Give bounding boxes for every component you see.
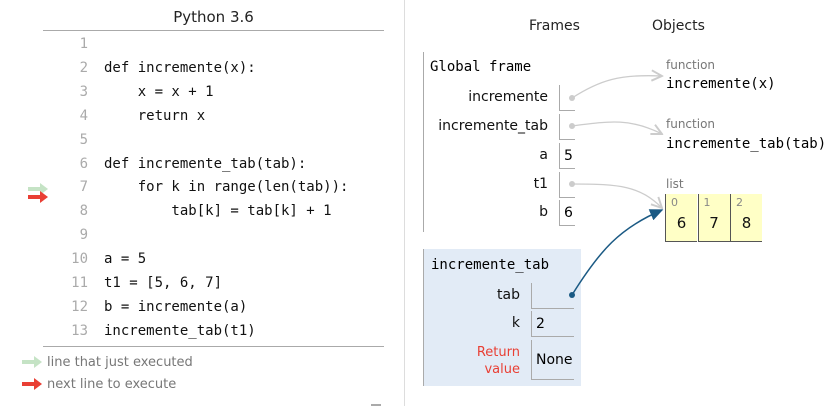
list-value: 8	[741, 214, 752, 232]
global-var-name: incremente_tab	[438, 118, 548, 134]
local-var-value	[531, 283, 574, 309]
resize-handle[interactable]	[371, 404, 381, 406]
execution-arrows	[28, 183, 48, 203]
pointer-incremente-tab	[569, 121, 662, 134]
local-frame-title: incremente_tab	[431, 257, 550, 273]
global-var-name: incremente	[468, 89, 548, 105]
line-number: 7	[79, 179, 88, 196]
next-line-arrow-icon	[28, 191, 48, 203]
code-line: tab[k] = tab[k] + 1	[104, 203, 332, 220]
list-index: 2	[736, 196, 743, 209]
code-line: a = 5	[104, 251, 147, 268]
language-title: Python 3.6	[173, 8, 254, 26]
function-1-type: function	[666, 58, 716, 72]
list-index: 0	[671, 196, 678, 209]
line-number: 11	[71, 275, 88, 291]
local-frame	[423, 249, 581, 386]
code-top-divider	[43, 30, 384, 31]
code-bottom-divider	[43, 346, 384, 347]
return-value-label: Return value	[440, 344, 520, 378]
line-number: 1	[79, 36, 88, 52]
pointer-tab	[569, 209, 664, 298]
global-var-value: 5	[559, 143, 575, 169]
pointer-incremente	[569, 76, 662, 101]
line-number: 13	[71, 322, 88, 339]
global-var-value: 6	[559, 200, 575, 226]
line-number: 5	[79, 131, 88, 148]
legend-just-executed: line that just executed	[47, 355, 193, 370]
global-frame-border	[423, 52, 424, 232]
function-1-name: incremente(x)	[666, 76, 776, 92]
local-var-name: k	[511, 315, 520, 331]
global-var-name: a	[539, 147, 548, 163]
code-line: x = x + 1	[104, 83, 214, 100]
code-line: b = incremente(a)	[104, 298, 248, 315]
line-number: 12	[71, 298, 88, 315]
line-number: 6	[79, 155, 88, 172]
local-var-value: 2	[531, 311, 574, 337]
global-var-value	[559, 114, 575, 140]
global-var-name: b	[539, 204, 548, 220]
global-var-value	[559, 85, 575, 111]
legend-next-line: next line to execute	[47, 377, 177, 392]
function-2-name: incremente_tab(tab)	[666, 136, 827, 152]
code-line: incremente_tab(t1)	[104, 322, 256, 339]
pointer-t1	[569, 181, 662, 208]
just-executed-arrow-icon	[28, 183, 48, 195]
legend-green-arrow-icon	[22, 356, 42, 368]
function-2-type: function	[666, 117, 716, 131]
legend-red-arrow-icon	[22, 378, 42, 390]
legend-icons	[22, 356, 42, 390]
code-line: for k in range(len(tab)):	[104, 179, 349, 196]
global-frame-title: Global frame	[430, 59, 532, 75]
line-number: 8	[79, 203, 88, 220]
global-var-name: t1	[533, 176, 548, 192]
code-line: t1 = [5, 6, 7]	[104, 275, 223, 291]
list-value: 6	[676, 214, 687, 232]
line-number: 4	[79, 107, 88, 124]
list-type: list	[666, 177, 684, 191]
return-value-box: None	[531, 340, 574, 380]
code-line: def incremente(x):	[104, 59, 256, 76]
line-number: 2	[79, 59, 88, 76]
local-var-name: tab	[497, 287, 520, 303]
objects-header: Objects	[652, 18, 705, 34]
code-line: def incremente_tab(tab):	[104, 155, 307, 172]
list-index: 1	[703, 196, 711, 209]
return-label-line1: Return	[476, 345, 520, 360]
list-value: 7	[709, 214, 719, 232]
code-line: return x	[104, 107, 206, 124]
frames-header: Frames	[529, 18, 580, 34]
return-label-line2: value	[484, 362, 520, 377]
panel-divider	[404, 0, 405, 406]
global-var-value	[559, 172, 575, 198]
line-number: 10	[71, 251, 88, 268]
line-number: 9	[79, 227, 88, 244]
line-number: 3	[79, 83, 88, 100]
